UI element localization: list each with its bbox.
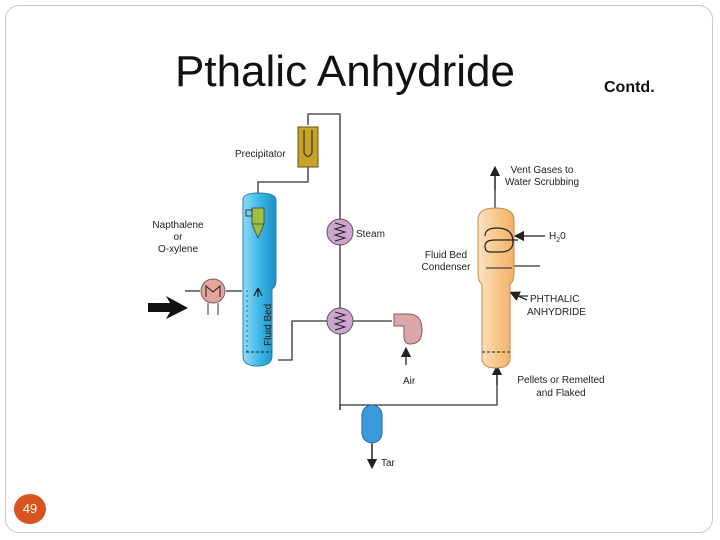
air-exchanger-icon <box>326 307 354 335</box>
fluid-bed-condenser <box>477 207 518 369</box>
label-precipitator: Precipitator <box>235 149 286 160</box>
label-h2o: H20 <box>549 231 566 244</box>
fluid-bed-reactor <box>242 192 277 367</box>
slide-title: Pthalic Anhydride <box>175 47 515 96</box>
label-vent-line1: Vent Gases to <box>511 165 574 176</box>
flow-arrows <box>366 165 545 470</box>
label-air: Air <box>403 376 416 387</box>
air-blower-icon <box>393 313 423 345</box>
label-feed-line1: Napthalene <box>152 220 204 231</box>
page-number-badge: 49 <box>14 494 46 524</box>
label-feed-line3: O-xylene <box>158 244 198 255</box>
slide-frame <box>5 5 713 533</box>
precipitator-unit <box>297 126 319 168</box>
slide-title-suffix: Contd. <box>604 79 655 96</box>
label-steam: Steam <box>356 229 385 240</box>
label-product-line1: PHTHALIC <box>530 294 579 305</box>
reactor-cyclone-icon <box>245 207 265 240</box>
label-condenser-line1: Fluid Bed <box>425 250 467 261</box>
label-feed-line2: or <box>174 232 184 243</box>
label-pellets-line2: and Flaked <box>536 388 585 399</box>
feed-heater-icon <box>200 278 226 315</box>
feed-arrow-icon <box>148 296 188 319</box>
steam-exchanger-icon <box>326 218 354 246</box>
label-fluid-bed: Fluid Bed <box>263 304 274 346</box>
label-product-line2: ANHYDRIDE <box>527 307 586 318</box>
label-condenser-line2: Condenser <box>422 262 472 273</box>
label-pellets-line1: Pellets or Remelted <box>517 375 604 386</box>
label-tar: Tar <box>381 458 396 469</box>
tar-tank <box>361 404 383 444</box>
label-vent-line2: Water Scrubbing <box>505 177 579 188</box>
